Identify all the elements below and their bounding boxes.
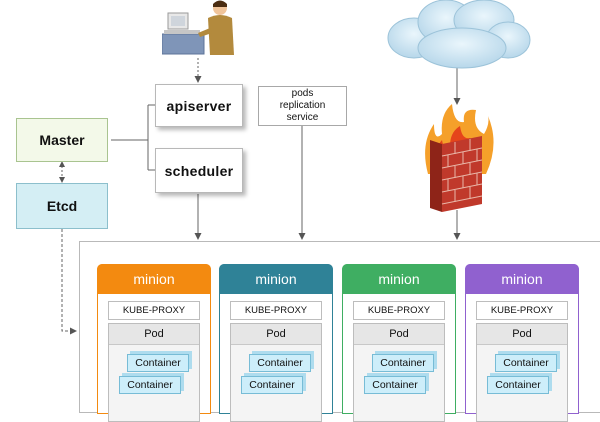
minion-title: minion — [133, 271, 175, 287]
container-box-2: Container — [364, 376, 426, 394]
kube-proxy-label: KUBE-PROXY — [367, 305, 431, 316]
minion-header: minion — [97, 264, 211, 294]
container-label: Container — [503, 357, 549, 369]
scheduler-label: scheduler — [164, 162, 234, 179]
pod-label: Pod — [144, 328, 164, 340]
pod-label: Pod — [512, 328, 532, 340]
pod-header: Pod — [109, 324, 199, 345]
minion-node-2: minion KUBE-PROXY Pod Container Containe… — [219, 264, 333, 422]
pods-replication-service-box: pods replication service — [258, 86, 347, 126]
service-label: service — [286, 112, 319, 123]
pod-label: Pod — [266, 328, 286, 340]
container-label: Container — [135, 357, 181, 369]
pods-label: pods — [291, 88, 314, 99]
minion-node-3: minion KUBE-PROXY Pod Container Containe… — [342, 264, 456, 422]
apiserver-label: apiserver — [166, 97, 232, 114]
cloud-icon — [387, 0, 531, 69]
etcd-box: Etcd — [16, 183, 108, 229]
pod-header: Pod — [477, 324, 567, 345]
container-label: Container — [249, 379, 295, 391]
minion-title: minion — [501, 271, 543, 287]
minion-node-4: minion KUBE-PROXY Pod Container Containe… — [465, 264, 579, 422]
container-label: Container — [257, 357, 303, 369]
container-label: Container — [495, 379, 541, 391]
container-box-2: Container — [119, 376, 181, 394]
pod-box: Pod Container Container — [476, 323, 568, 422]
container-label: Container — [372, 379, 418, 391]
container-box-1: Container — [127, 354, 189, 372]
master-box: Master — [16, 118, 108, 162]
apiserver-box: apiserver — [155, 84, 243, 127]
user-at-computer-icon — [162, 0, 234, 55]
minion-title: minion — [255, 271, 297, 287]
minion-header: minion — [342, 264, 456, 294]
container-box-1: Container — [495, 354, 557, 372]
container-box-1: Container — [372, 354, 434, 372]
etcd-label: Etcd — [46, 198, 78, 214]
master-label: Master — [39, 132, 85, 148]
kube-proxy-box: KUBE-PROXY — [353, 301, 445, 320]
container-label: Container — [380, 357, 426, 369]
kube-proxy-box: KUBE-PROXY — [108, 301, 200, 320]
pod-header: Pod — [354, 324, 444, 345]
minion-header: minion — [219, 264, 333, 294]
minion-header: minion — [465, 264, 579, 294]
pod-box: Pod Container Container — [108, 323, 200, 422]
pod-header: Pod — [231, 324, 321, 345]
replication-label: replication — [279, 100, 326, 111]
container-box-2: Container — [487, 376, 549, 394]
kube-proxy-box: KUBE-PROXY — [230, 301, 322, 320]
kube-proxy-label: KUBE-PROXY — [244, 305, 308, 316]
minion-node-1: minion KUBE-PROXY Pod Container Containe… — [97, 264, 211, 422]
pod-box: Pod Container Container — [230, 323, 322, 422]
container-label: Container — [127, 379, 173, 391]
kube-proxy-label: KUBE-PROXY — [122, 305, 186, 316]
firewall-icon — [425, 104, 494, 212]
minion-title: minion — [378, 271, 420, 287]
container-box-2: Container — [241, 376, 303, 394]
pod-label: Pod — [389, 328, 409, 340]
container-box-1: Container — [249, 354, 311, 372]
pod-box: Pod Container Container — [353, 323, 445, 422]
scheduler-box: scheduler — [155, 148, 243, 193]
kube-proxy-box: KUBE-PROXY — [476, 301, 568, 320]
kube-proxy-label: KUBE-PROXY — [490, 305, 554, 316]
